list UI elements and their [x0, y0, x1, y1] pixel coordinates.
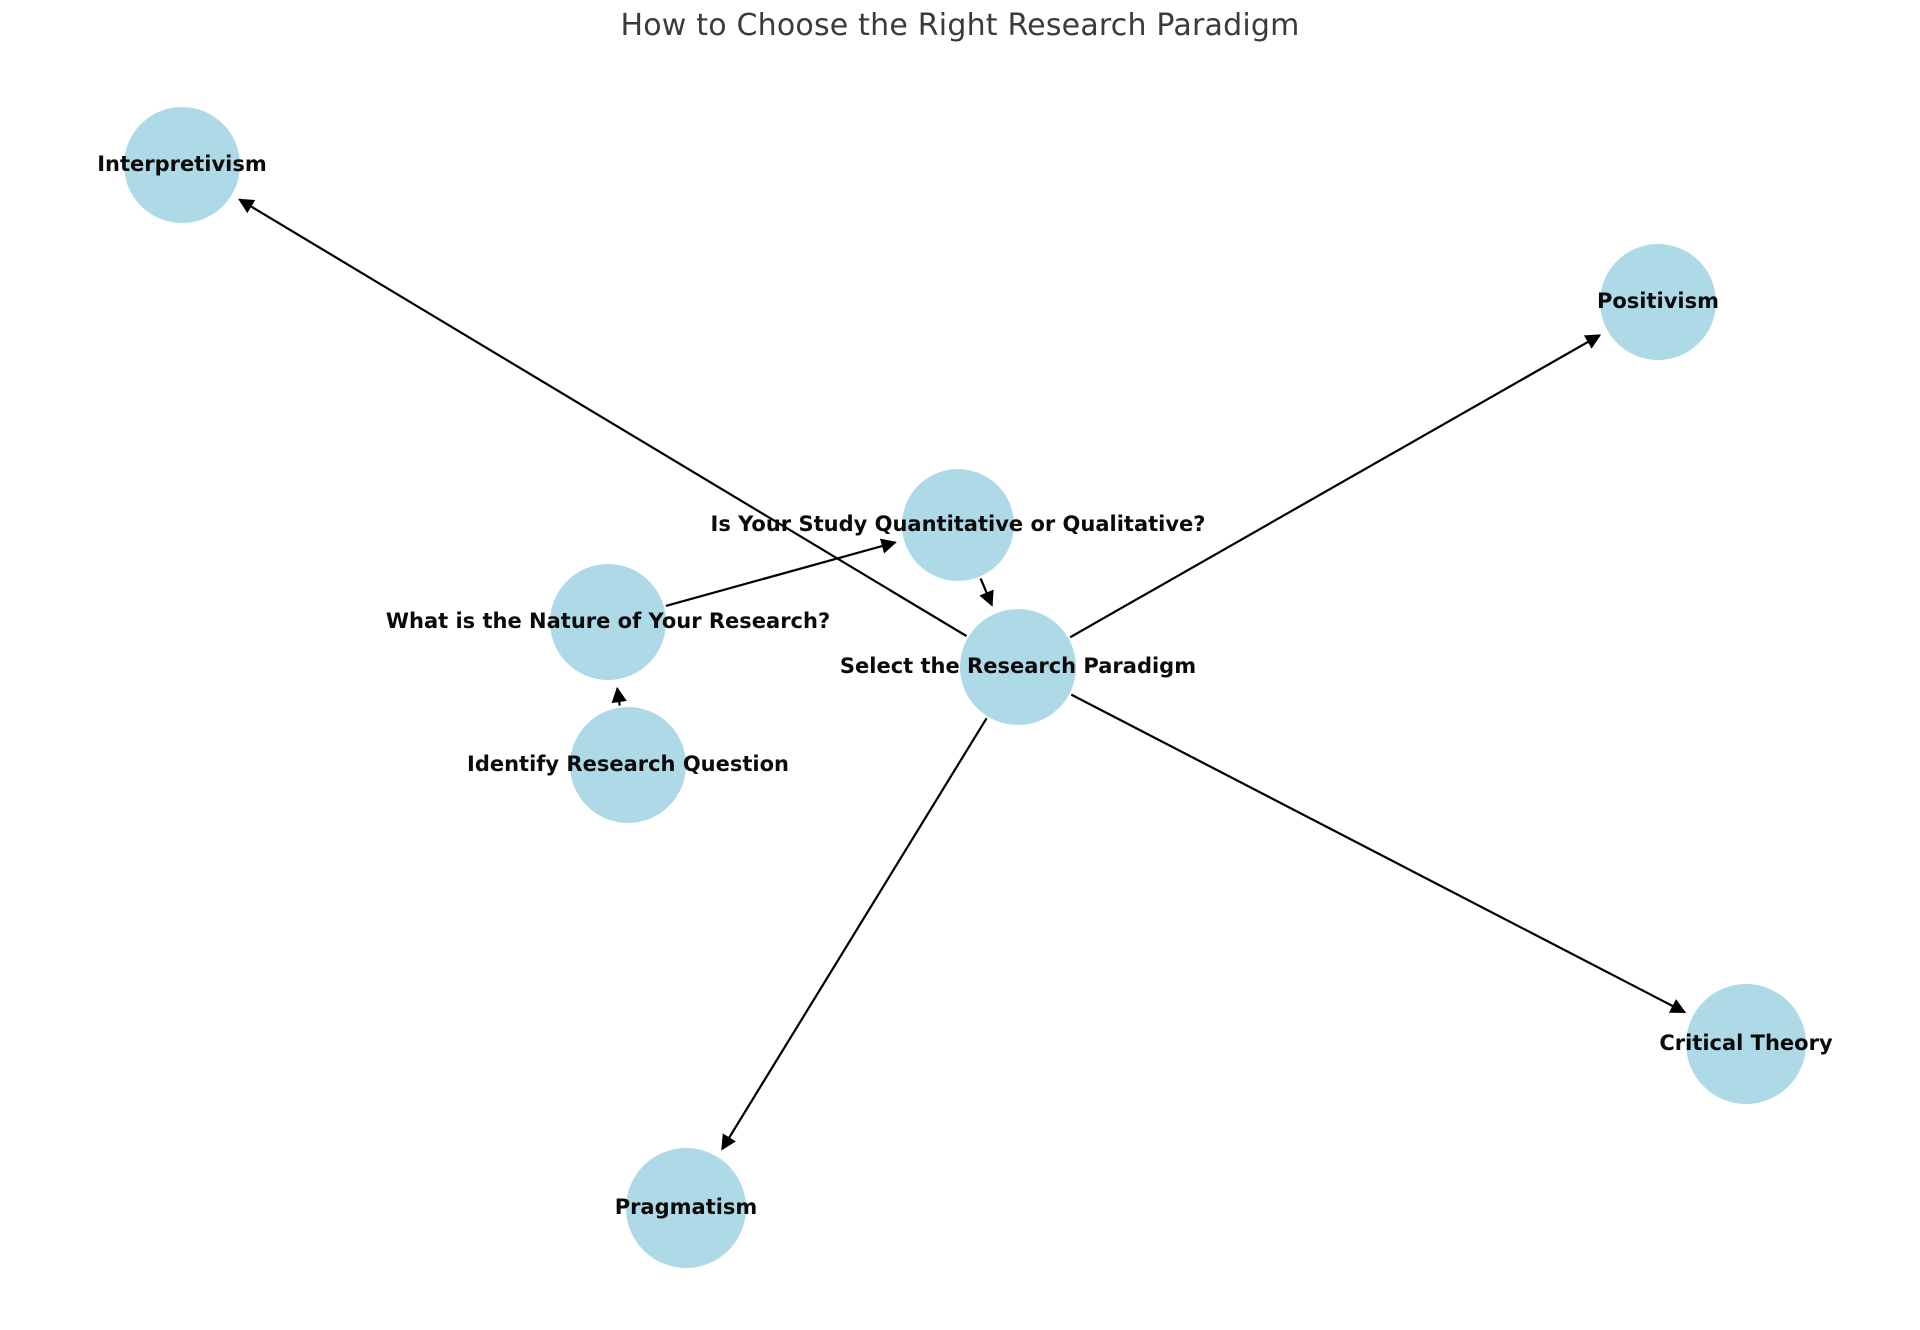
- node-positivism[interactable]: [1600, 244, 1716, 360]
- node-label-select_paradigm: Select the Research Paradigm: [840, 654, 1196, 678]
- node-identify_q[interactable]: [570, 707, 686, 823]
- node-label-pragmatism: Pragmatism: [615, 1195, 758, 1219]
- node-nature[interactable]: [550, 564, 666, 680]
- edge-select_paradigm-to-critical_theory: [1070, 693, 1687, 1014]
- node-interpretivism[interactable]: [124, 107, 240, 223]
- node-select_paradigm[interactable]: [960, 609, 1076, 725]
- page-title: How to Choose the Right Research Paradig…: [620, 8, 1300, 43]
- node-label-critical_theory: Critical Theory: [1659, 1031, 1833, 1055]
- edge-select_paradigm-to-interpretivism: [238, 198, 968, 638]
- node-label-positivism: Positivism: [1597, 289, 1719, 313]
- nodes-layer: [124, 107, 1806, 1268]
- node-pragmatism[interactable]: [626, 1148, 746, 1268]
- edges-layer: [238, 198, 1687, 1151]
- node-quant_or_qual[interactable]: [902, 469, 1014, 581]
- edge-select_paradigm-to-pragmatism: [721, 717, 988, 1151]
- edge-nature-to-quant_or_qual: [665, 538, 897, 608]
- node-critical_theory[interactable]: [1686, 984, 1806, 1104]
- node-label-nature: What is the Nature of Your Research?: [386, 609, 830, 633]
- node-label-quant_or_qual: Is Your Study Quantitative or Qualitativ…: [711, 512, 1206, 536]
- edge-quant_or_qual-to-select_paradigm: [979, 577, 994, 607]
- edge-select_paradigm-to-positivism: [1069, 334, 1602, 639]
- node-label-interpretivism: Interpretivism: [97, 152, 267, 176]
- edge-identify_q-to-nature: [611, 686, 627, 706]
- node-label-identify_q: Identify Research Question: [467, 752, 789, 776]
